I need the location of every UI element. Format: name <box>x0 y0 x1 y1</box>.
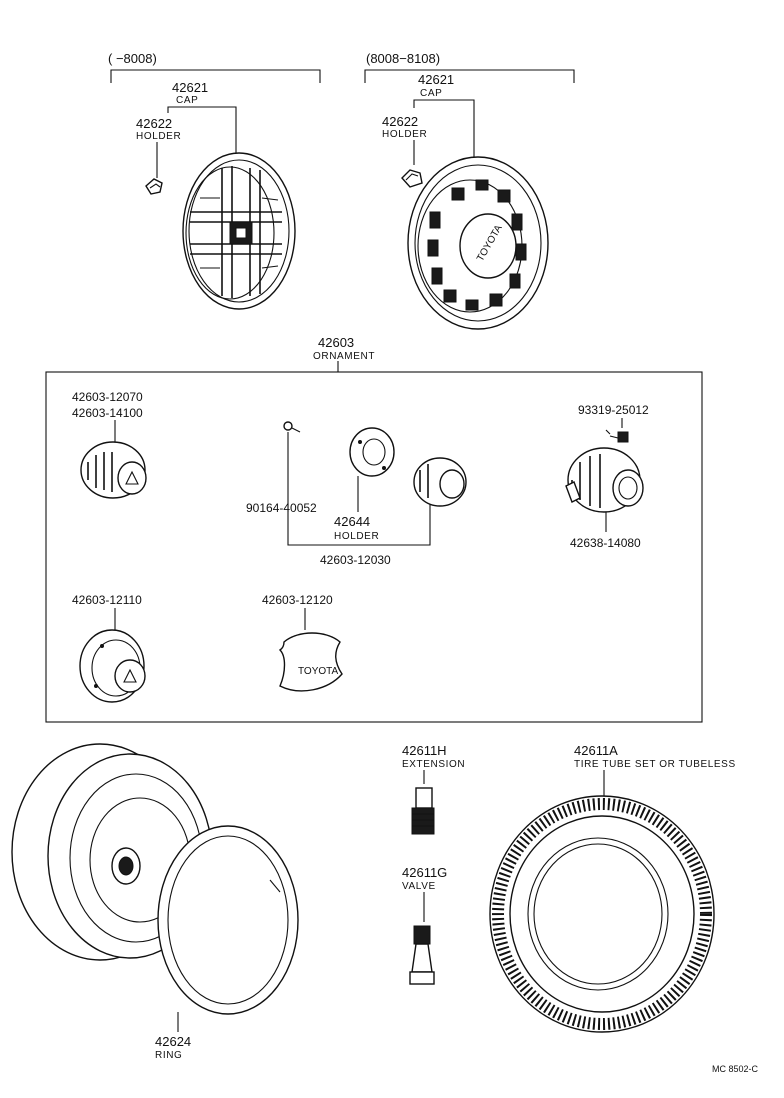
holder-right-number: 42622 <box>382 114 418 129</box>
wheel-cap-left <box>182 152 296 310</box>
left-cap-group: ( −8008) 42621 CAP 42622 HOLDER <box>108 51 321 310</box>
extension-number: 42611H <box>402 743 447 758</box>
right-range-label: (8008−8108) <box>366 51 440 66</box>
ornament-box <box>45 371 703 723</box>
ornament-center-cap <box>413 457 467 507</box>
cap-left-number: 42621 <box>172 80 208 95</box>
ornament-part-1a: 42603-12070 <box>72 390 143 404</box>
tire-number: 42611A <box>574 743 618 758</box>
holder-right-clip <box>401 169 423 188</box>
holder-left-caption: HOLDER <box>136 131 181 142</box>
right-cap-group: (8008−8108) 42621 CAP 42622 HOLDER <box>364 51 575 330</box>
wheel-cap-right: TOYOTA <box>407 156 549 330</box>
ornament-part-3: 42603-12120 <box>262 593 333 607</box>
cap-right-number: 42621 <box>418 72 454 87</box>
ornament-cap-2 <box>79 629 146 703</box>
ornament-holder-number: 42644 <box>334 514 370 529</box>
valve-parts-group: 42611H EXTENSION 42611G VALVE <box>402 743 465 985</box>
valve-extension <box>411 787 435 835</box>
ring-number: 42624 <box>155 1034 191 1049</box>
ornament-number: 42603 <box>318 335 354 350</box>
cap-right-caption: CAP <box>420 88 442 99</box>
emblem-plate-text: TOYOTA <box>298 666 339 677</box>
hub-number: 42638-14080 <box>570 536 641 550</box>
ornament-part-1b: 42603-14100 <box>72 406 143 420</box>
ornament-caption: ORNAMENT <box>313 351 375 362</box>
valve-number: 42611G <box>402 865 447 880</box>
ornament-holder-caption: HOLDER <box>334 531 379 542</box>
left-range-label: ( −8008) <box>108 51 157 66</box>
valve-stem <box>409 925 435 985</box>
holder-left-clip <box>145 178 163 195</box>
cap-left-caption: CAP <box>176 95 198 106</box>
ring-caption: RING <box>155 1050 182 1061</box>
holder-left-number: 42622 <box>136 116 172 131</box>
bolt <box>605 429 629 443</box>
holder-right-caption: HOLDER <box>382 129 427 140</box>
screw-number: 90164-40052 <box>246 501 317 515</box>
wheel-and-ring-group: 42624 RING <box>11 743 299 1061</box>
ornament-set-number: 42603-12030 <box>320 553 391 567</box>
valve-caption: VALVE <box>402 881 436 892</box>
ornament-cap-1 <box>80 441 147 499</box>
ornament-emblem-plate: TOYOTA <box>278 632 343 692</box>
tire-caption: TIRE TUBE SET OR TUBELESS <box>574 759 736 770</box>
ornament-group: 42603 ORNAMENT 42603-12070 42603-14100 9… <box>45 335 703 723</box>
tire-group: 42611A TIRE TUBE SET OR TUBELESS <box>489 743 736 1033</box>
trim-ring <box>157 825 299 1015</box>
footer-code: MC 8502-C <box>712 1064 759 1074</box>
ornament-holder-ring <box>349 427 395 477</box>
bolt-number: 93319-25012 <box>578 403 649 417</box>
ornament-part-2: 42603-12110 <box>72 593 142 607</box>
extension-caption: EXTENSION <box>402 759 465 770</box>
screw <box>283 421 301 433</box>
tire <box>489 795 715 1033</box>
hub-ornament <box>565 447 644 513</box>
